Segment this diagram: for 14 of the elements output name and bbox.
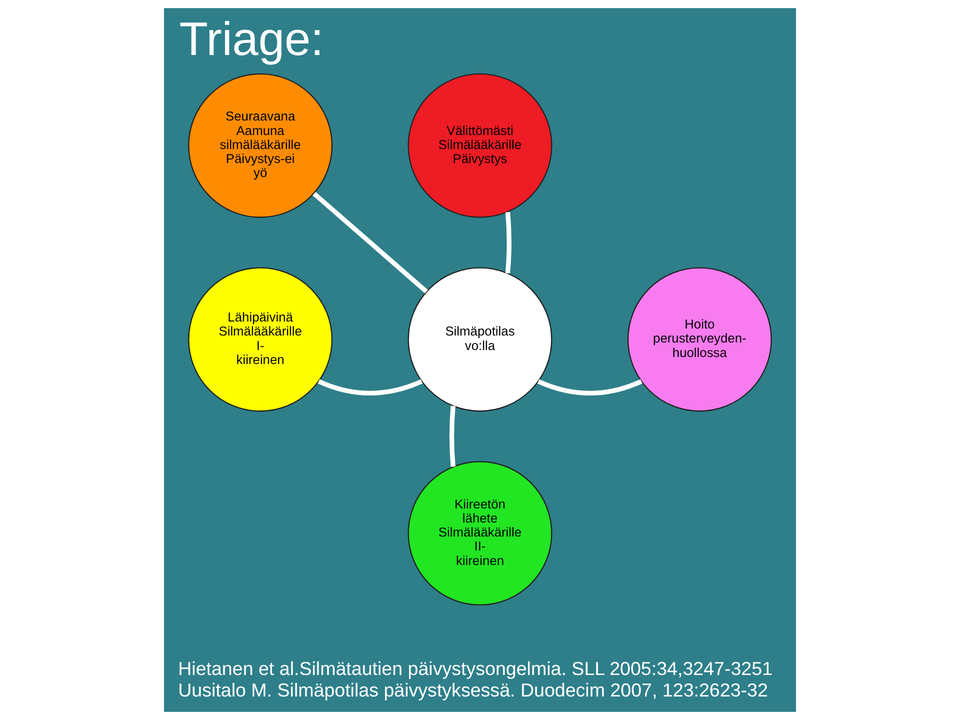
connector [318, 379, 423, 396]
node-circle: Välittömästi Silmälääkärille Päivystys [408, 73, 552, 218]
label: Hietanen et al.Silmätautien päivystysongelmia. SLL 2005:34,3247-3251 [178, 658, 773, 680]
node-circle: Lähipäivinä Silmälääkärille I-kiireinen [188, 267, 333, 412]
diagram-title: Triage: [179, 12, 324, 66]
node-circle: Silmäpotilas vo:lla [408, 267, 552, 412]
connector [312, 192, 428, 294]
label: Uusitalo M. Silmäpotilas päivystyksessä. Duodecim 2007, 123:2623-32 [178, 679, 768, 700]
connector [449, 406, 456, 467]
connector [537, 379, 642, 396]
connector [505, 212, 512, 274]
node-circle: Seuraavana Aamuna silmälääkärille Päivystys-ei yö [188, 73, 333, 218]
node-circle: Kiireetön lähete Silmälääkärille II-kiireinen [408, 461, 552, 606]
node-circle: Hoito perusterveyden-huollossa [627, 267, 772, 412]
